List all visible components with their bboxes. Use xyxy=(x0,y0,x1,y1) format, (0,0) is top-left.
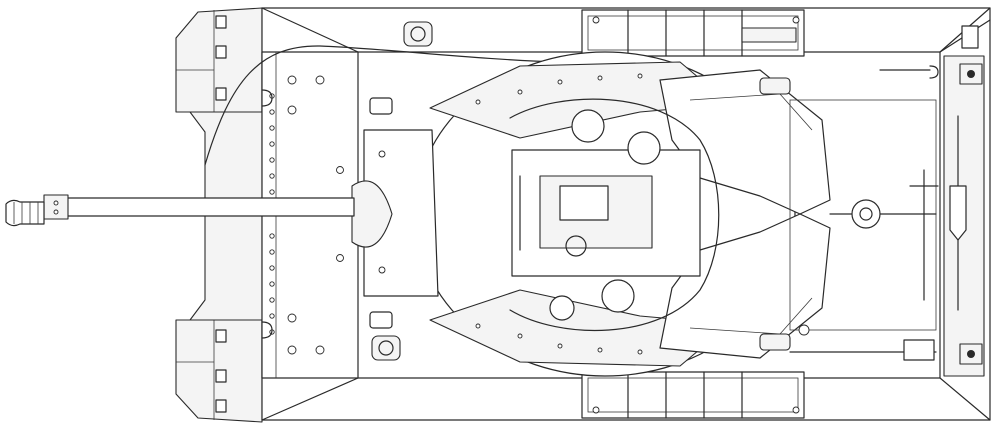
shovel-tool xyxy=(949,115,967,311)
driver-periscope xyxy=(403,21,433,47)
rear-bracket-top xyxy=(939,19,991,53)
pickaxe-tool xyxy=(909,169,939,301)
deck-cable xyxy=(204,45,561,166)
front-tow-hooks xyxy=(261,89,273,339)
rear-lights xyxy=(959,63,983,365)
codriver-periscope xyxy=(371,335,401,361)
tow-cable-rear xyxy=(879,65,939,79)
front-mudguard-upper xyxy=(175,7,263,113)
engine-deck xyxy=(759,77,937,361)
gun-mantlet xyxy=(351,97,439,329)
gun-barrel xyxy=(5,194,355,227)
stowage-rack-top xyxy=(581,9,805,57)
stowage-rack-bottom xyxy=(581,371,805,419)
front-mudguard-lower xyxy=(175,319,263,423)
turret xyxy=(414,51,831,377)
